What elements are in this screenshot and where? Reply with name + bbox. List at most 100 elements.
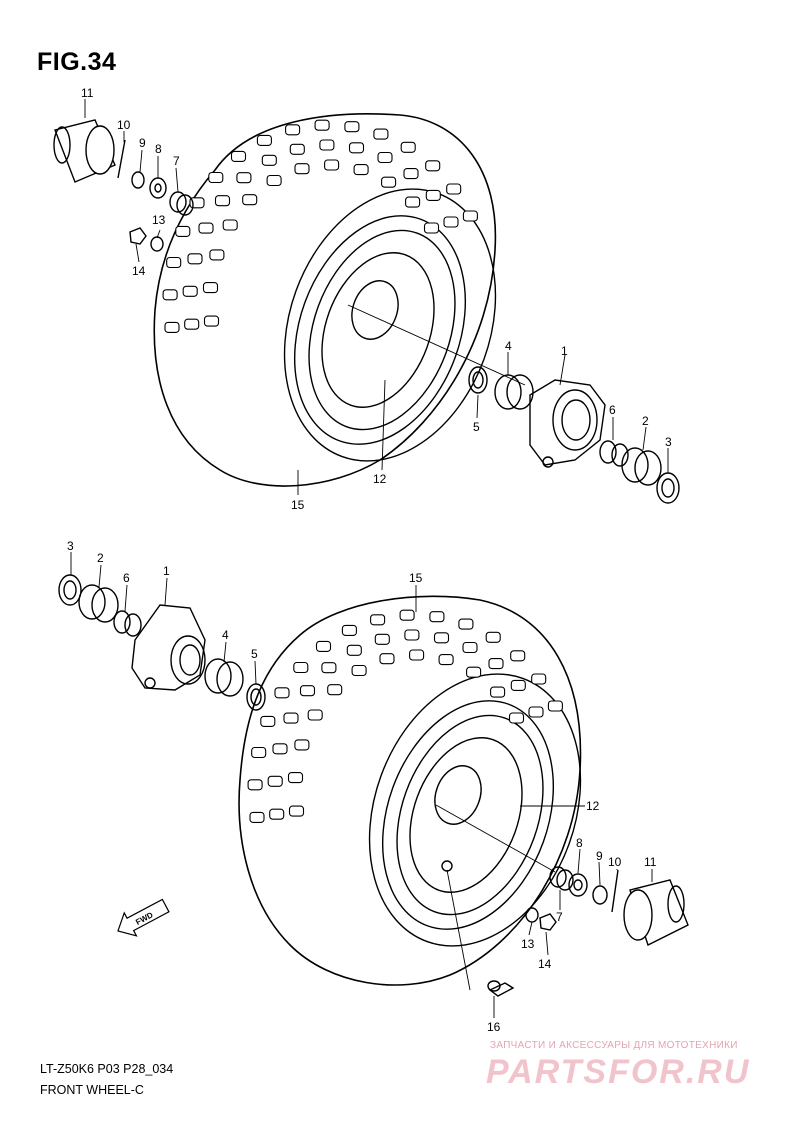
- tread-block: [198, 222, 214, 234]
- tread-block: [166, 256, 182, 269]
- tread-block: [175, 225, 191, 237]
- figure-title: FIG.34: [37, 48, 117, 76]
- tread-block: [283, 712, 299, 724]
- callout-bottom-13: 13: [521, 937, 535, 951]
- top-bearing-2: [621, 447, 662, 486]
- tread-block: [293, 661, 309, 674]
- tread-block: [267, 775, 283, 787]
- callout-top-8: 8: [155, 142, 162, 156]
- tread-block: [488, 658, 504, 670]
- tread-block: [377, 151, 393, 164]
- bottom-valve-16: [487, 980, 515, 997]
- top-seal-5: [468, 366, 488, 394]
- tread-block: [341, 624, 357, 636]
- tread-block: [399, 609, 415, 621]
- callout-top-1: 1: [561, 344, 568, 358]
- tread-block: [458, 618, 474, 630]
- callout-top-5: 5: [473, 420, 480, 434]
- top-wheel-assembly: 11 10 9 8 7 13 14 1 4 5 6 2 3 12 15: [53, 86, 680, 512]
- top-tread-pattern: [162, 119, 478, 333]
- callout-bottom-4: 4: [222, 628, 229, 642]
- tread-block: [547, 700, 563, 712]
- tread-block: [348, 142, 365, 154]
- tread-block: [251, 746, 267, 759]
- tread-block: [438, 654, 454, 666]
- callout-top-3: 3: [665, 435, 672, 449]
- callout-top-7: 7: [173, 154, 180, 168]
- bottom-bearing-4: [204, 658, 244, 697]
- tread-block: [373, 128, 389, 140]
- bottom-wheel-assembly: 3 2 6 1 4 5 15 12 8 9 10 11 7 13 14 16: [58, 539, 689, 1034]
- tread-block: [184, 318, 200, 330]
- tread-block: [425, 189, 441, 201]
- tread-block: [222, 219, 238, 231]
- bottom-cap-11: [623, 879, 689, 946]
- tread-block: [353, 164, 369, 176]
- tread-block: [230, 150, 247, 162]
- tread-block: [288, 805, 305, 817]
- bottom-nut-9: [592, 885, 608, 905]
- tread-block: [285, 124, 301, 136]
- tread-block: [203, 315, 220, 327]
- tread-block: [202, 282, 219, 294]
- tread-block: [274, 687, 290, 699]
- tread-block: [214, 195, 231, 207]
- top-leader-lines: [84, 99, 669, 495]
- callout-top-13: 13: [152, 213, 166, 227]
- tread-block: [370, 614, 386, 626]
- callout-bottom-7: 7: [556, 910, 563, 924]
- tread-block: [314, 119, 330, 131]
- tread-block: [299, 685, 316, 697]
- top-washer-8: [149, 177, 167, 199]
- bottom-collar-7: [549, 866, 574, 891]
- tread-block: [260, 715, 276, 727]
- tread-block: [269, 808, 285, 820]
- callout-top-2: 2: [642, 414, 649, 428]
- bottom-bearing-2: [78, 584, 119, 623]
- diagram-caption: FRONT WHEEL-C: [40, 1083, 144, 1097]
- callout-bottom-2: 2: [97, 551, 104, 565]
- tread-block: [256, 134, 272, 146]
- callout-bottom-14: 14: [538, 957, 552, 971]
- tread-block: [247, 779, 263, 791]
- top-hub: [529, 379, 606, 468]
- tread-block: [462, 641, 478, 654]
- bottom-nut-14: [539, 913, 557, 931]
- top-washer-13: [150, 236, 164, 252]
- bottom-tread-pattern: [247, 609, 563, 823]
- tread-block: [324, 159, 340, 171]
- tread-block: [351, 664, 367, 677]
- callout-bottom-10: 10: [608, 855, 622, 869]
- tread-block: [208, 171, 224, 184]
- tread-block: [266, 174, 282, 187]
- tread-block: [261, 154, 277, 166]
- top-nut-14: [129, 227, 147, 245]
- watermark-tagline: ЗАПЧАСТИ И АКСЕССУАРЫ ДЛЯ МОТОТЕХНИКИ: [490, 1040, 738, 1051]
- tread-block: [528, 706, 544, 718]
- tread-block: [443, 216, 459, 228]
- callout-bottom-11: 11: [644, 855, 657, 869]
- callout-bottom-12: 12: [586, 799, 600, 813]
- tread-block: [182, 285, 198, 297]
- callout-bottom-3: 3: [67, 539, 74, 553]
- callout-top-9: 9: [139, 136, 146, 150]
- tread-block: [381, 176, 397, 188]
- bottom-seal-5: [246, 683, 266, 711]
- top-nut-9: [131, 171, 145, 189]
- callout-top-14: 14: [132, 264, 146, 278]
- tread-block: [287, 772, 304, 784]
- tread-block: [490, 686, 506, 698]
- tread-block: [379, 653, 395, 665]
- tread-block: [466, 666, 482, 678]
- bottom-washer-13: [525, 907, 539, 923]
- tread-block: [510, 650, 526, 662]
- top-spacer-6: [599, 440, 629, 467]
- tread-block: [400, 141, 416, 153]
- tread-block: [344, 121, 360, 133]
- callout-top-11: 11: [81, 86, 94, 100]
- tread-block: [289, 143, 305, 155]
- top-seal-3: [656, 472, 680, 504]
- tread-block: [294, 163, 310, 175]
- top-cotter-pin-10: [117, 139, 126, 179]
